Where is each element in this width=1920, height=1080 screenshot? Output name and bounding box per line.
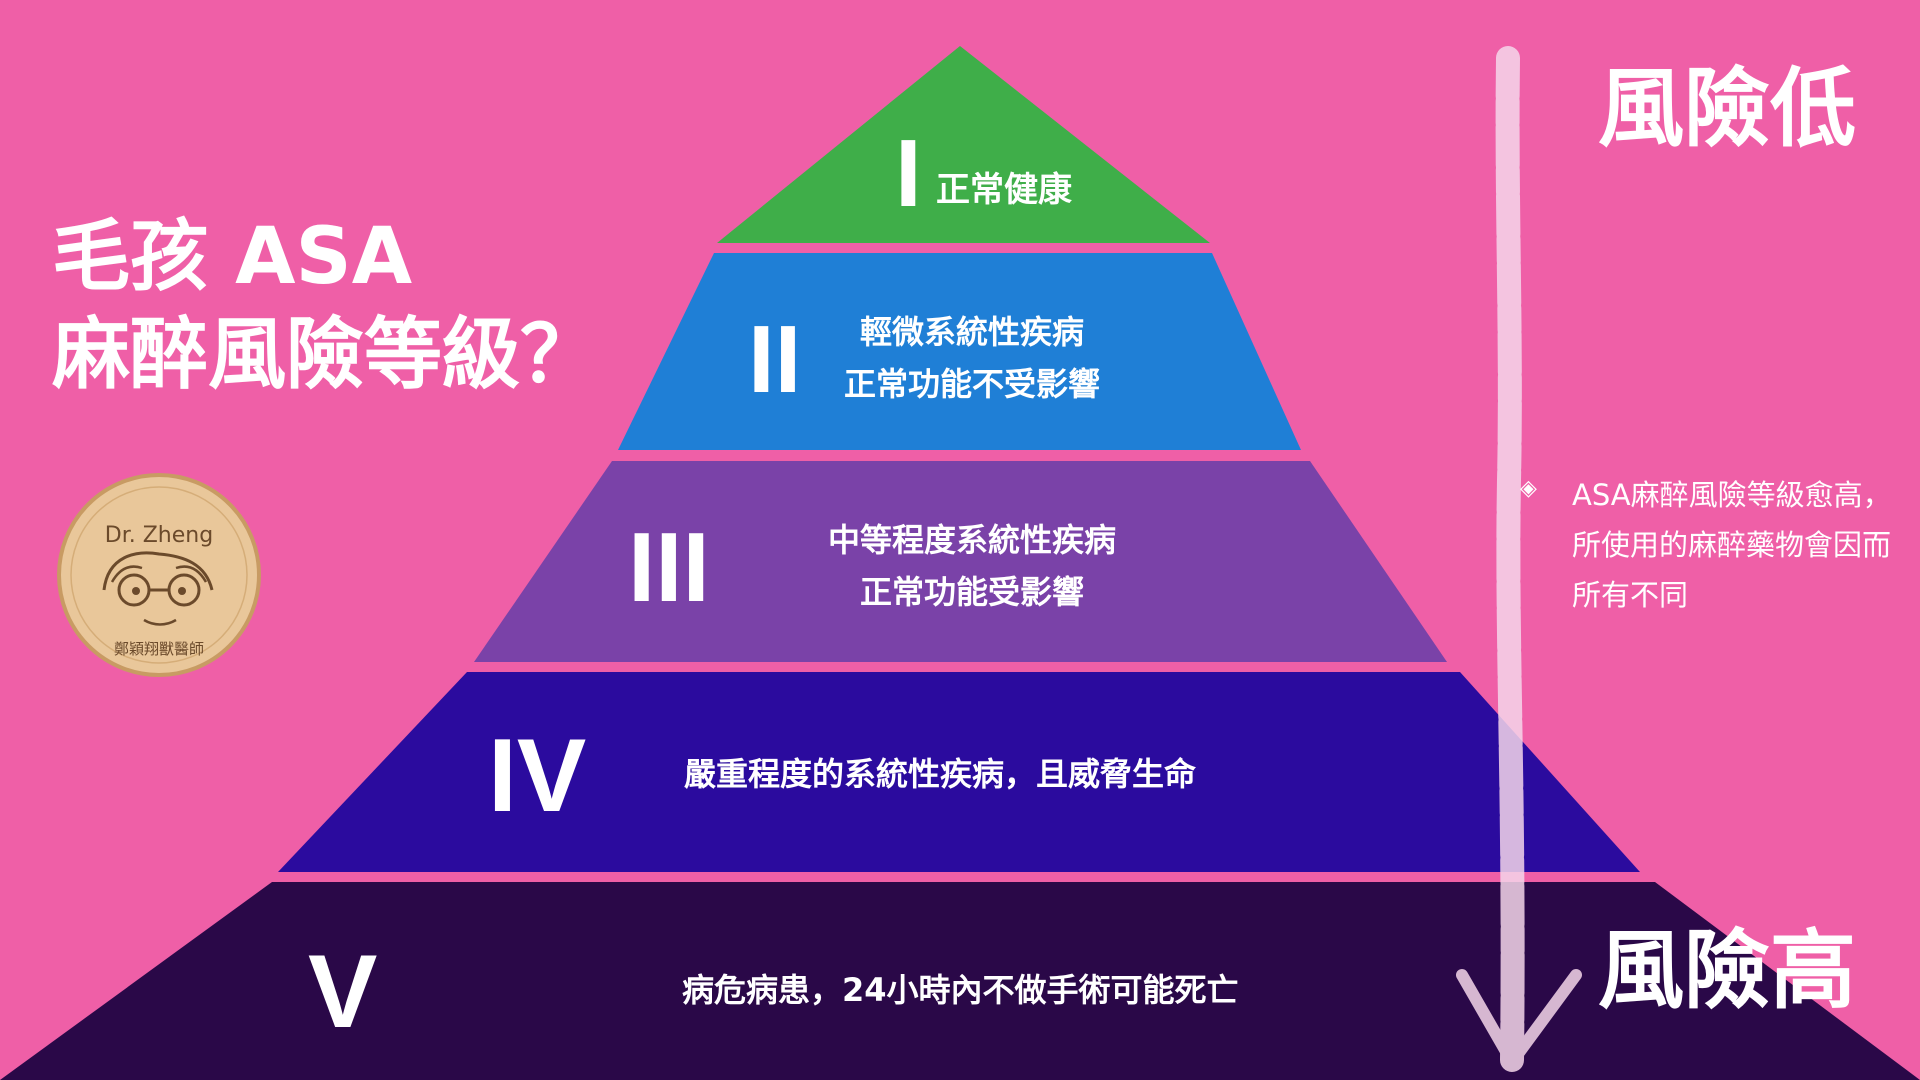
title-line-2: 麻醉風險等級？ [52, 310, 599, 400]
level-4-line-1: 嚴重程度的系統性疾病，且威脅生命 [684, 755, 1197, 793]
level-3-numeral: III [628, 512, 710, 622]
level-2-line-2: 正常功能不受影響 [843, 365, 1100, 403]
pyramid-tier-1 [717, 46, 1210, 243]
pyramid-tier-5 [0, 882, 1920, 1080]
risk-high-label: 風險高 [1598, 921, 1856, 1021]
logo-name: Dr. Zheng [105, 523, 213, 548]
diagram-title: 毛孩 ASA 麻醉風險等級？ [52, 208, 598, 404]
level-3-description: 中等程度系統性疾病 正常功能受影響 [800, 514, 1144, 618]
risk-note: ASA麻醉風險等級愈高，所使用的麻醉藥物會因而所有不同 [1572, 478, 1892, 612]
pyramid-tier-4 [278, 672, 1640, 872]
level-5-line-1: 病危病患，24小時內不做手術可能死亡 [682, 971, 1239, 1009]
level-1-line-1: 正常健康 [936, 170, 1072, 210]
pyramid-tier-2 [618, 253, 1301, 450]
level-3-line-2: 正常功能受影響 [859, 573, 1084, 611]
risk-low-label: 風險低 [1598, 59, 1856, 159]
level-4-description: 嚴重程度的系統性疾病，且威脅生命 [684, 752, 1196, 796]
level-1-numeral: I [895, 120, 922, 227]
pyramid-tier-3 [474, 461, 1447, 662]
level-5-numeral: V [308, 934, 378, 1050]
logo-subtitle: 鄭穎翔獸醫師 [114, 640, 204, 658]
title-line-1: 毛孩 ASA [52, 212, 413, 302]
level-3-line-1: 中等程度系統性疾病 [827, 521, 1116, 559]
risk-arrow [1456, 46, 1582, 1072]
level-2-numeral: II [748, 306, 802, 413]
level-4-numeral: IV [488, 718, 587, 834]
level-5-description: 病危病患，24小時內不做手術可能死亡 [682, 968, 1239, 1012]
dr-zheng-logo: Dr. Zheng 鄭穎翔獸醫師 [57, 473, 261, 677]
level-2-description: 輕微系統性疾病 正常功能不受影響 [812, 306, 1132, 410]
level-2-line-1: 輕微系統性疾病 [859, 313, 1084, 351]
level-1-description: 正常健康 [936, 168, 1072, 212]
sparkle-icon: ◈ [1520, 476, 1537, 501]
